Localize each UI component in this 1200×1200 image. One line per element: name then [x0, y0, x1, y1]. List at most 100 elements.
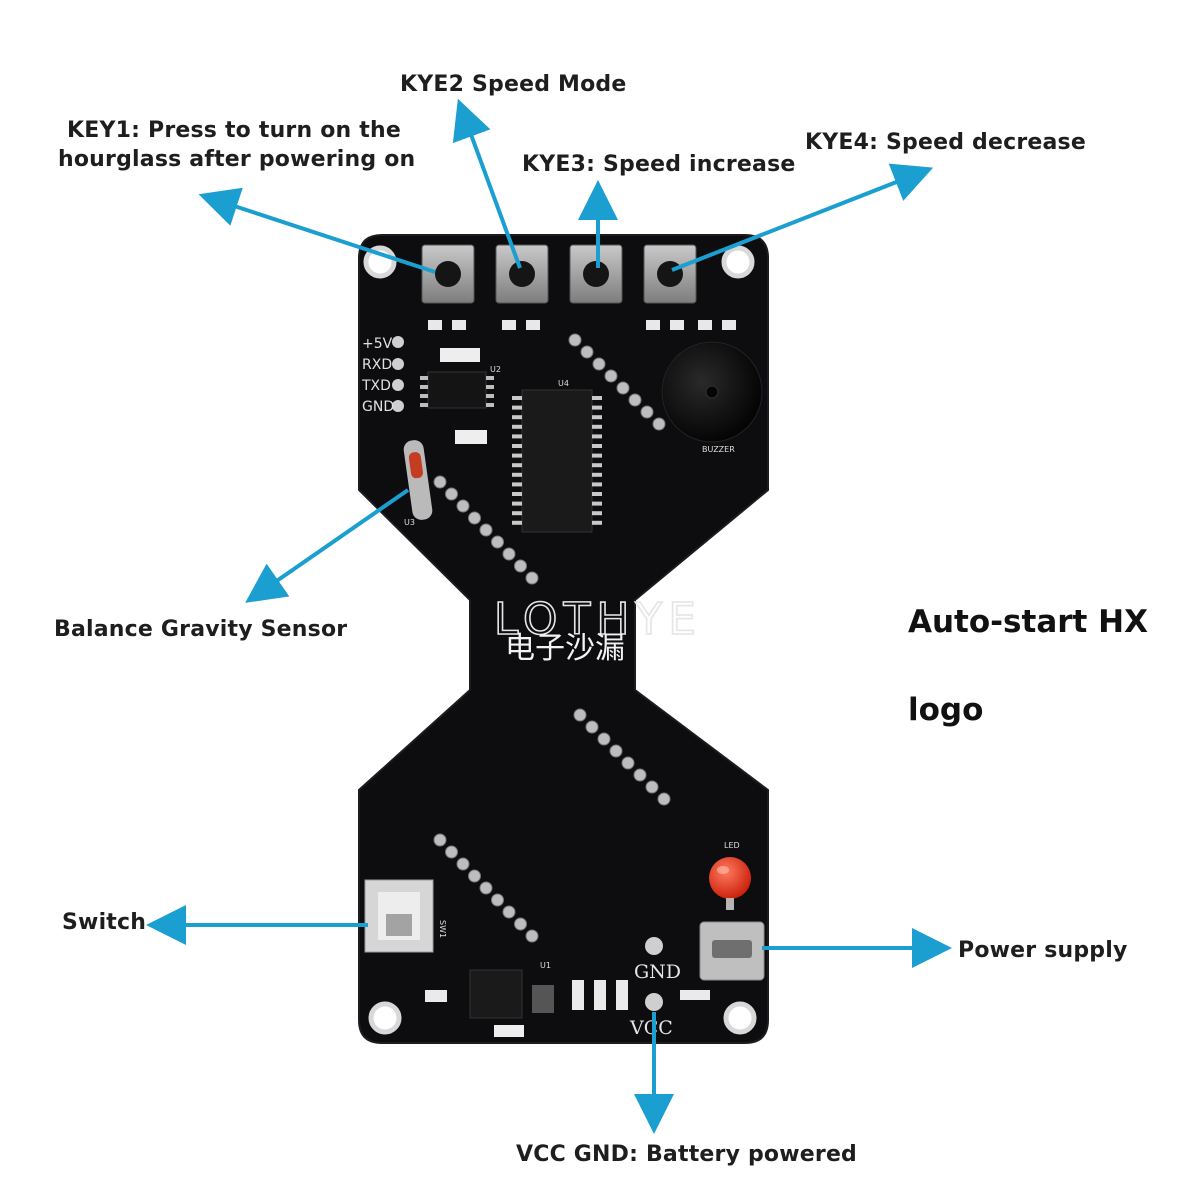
u2-chip: U2 [420, 365, 501, 409]
pin-label: TXD [361, 378, 391, 394]
mcu-pin [592, 520, 602, 525]
mcu-pin [512, 511, 522, 516]
header-pin [609, 744, 623, 758]
key3-callout: KYE3: Speed increase [522, 152, 796, 177]
mcu-pin [512, 415, 522, 420]
header-pin [616, 381, 630, 395]
header-pin [433, 475, 447, 489]
header-pin [445, 487, 458, 501]
mcu-pin [592, 424, 602, 429]
arrow-key1 [198, 187, 436, 274]
header-pin [456, 499, 470, 513]
header-pin [573, 708, 587, 722]
mcu-pin [512, 444, 522, 448]
header-pin [580, 345, 594, 359]
smd-resistors [428, 320, 736, 1037]
header-pin [433, 833, 447, 847]
header-pin [604, 369, 618, 383]
arrow-key4 [671, 163, 934, 272]
arrow-key2 [452, 98, 522, 269]
header-pin [479, 523, 493, 537]
header-pin [652, 417, 666, 431]
header-pin [491, 535, 504, 549]
header-pin [633, 768, 647, 782]
led-pin-rows [433, 333, 671, 943]
key4-button [643, 244, 697, 304]
header-pin [479, 881, 493, 895]
header-pin [621, 756, 635, 770]
u1-silk: U1 [540, 961, 551, 970]
key1-button [421, 244, 475, 304]
pin-label: GND [362, 399, 394, 415]
key4-callout: KYE4: Speed decrease [805, 130, 1086, 155]
header-pin [640, 405, 654, 419]
mcu-pin [592, 492, 602, 496]
header-pin [514, 917, 527, 931]
header-pin [597, 732, 611, 746]
u4-mcu: U4 [512, 379, 602, 533]
header-pin [525, 571, 539, 585]
mcu-pin [592, 472, 602, 477]
pin-label: RXD [362, 357, 392, 373]
auto-start-text: Auto-start HX [908, 604, 1148, 640]
mcu-pin [512, 520, 522, 525]
led-silk: LED [724, 841, 740, 850]
mcu-pin [512, 453, 522, 458]
mcu-pin [592, 463, 602, 468]
mounting-holes [363, 245, 757, 1035]
arrow-sensor [245, 488, 410, 603]
callout-arrows [146, 98, 952, 1134]
mcu-pin [512, 434, 522, 439]
header-pin [468, 869, 481, 883]
micro-usb-port [699, 921, 765, 981]
mcu-pin [512, 492, 522, 496]
serial-header: +5V RXD TXD GND [361, 336, 404, 415]
header-pin [585, 720, 599, 734]
u4-silk: U4 [558, 379, 569, 388]
battery-callout: VCC GND: Battery powered [516, 1142, 858, 1167]
mcu-pin [592, 405, 602, 410]
mcu-pin [592, 501, 602, 506]
key1-callout: KEY1: Press to turn on the hourglass aft… [58, 116, 416, 174]
sw1-silk: SW1 [438, 920, 447, 938]
brand-watermark: LOTHYE [494, 594, 702, 645]
chinese-title: 电子沙漏 [505, 631, 625, 666]
pin-label: +5V [362, 336, 393, 352]
mcu-pin [592, 511, 602, 516]
power-switch: SW1 [364, 879, 447, 953]
header-pin [568, 333, 582, 347]
key2-button [495, 244, 549, 304]
gravity-sensor: U3 [403, 440, 433, 527]
vcc-silk: VCC [629, 1017, 673, 1039]
mcu-pin [512, 463, 522, 468]
header-pin [645, 780, 659, 794]
header-pin [491, 893, 504, 907]
mcu-pin [512, 396, 522, 400]
mcu-pin [512, 501, 522, 506]
mcu-pin [592, 453, 602, 458]
key2-callout: KYE2 Speed Mode [400, 72, 627, 97]
sensor-callout: Balance Gravity Sensor [54, 617, 348, 642]
header-pin [502, 547, 516, 561]
mcu-pin [512, 482, 522, 487]
header-pin [657, 792, 671, 806]
header-pin [456, 857, 470, 871]
header-pin [592, 357, 606, 371]
u2-silk: U2 [490, 365, 501, 374]
mcu-pin [512, 472, 522, 477]
bottom-components: GND VCC U1 [425, 937, 710, 1039]
gnd-silk: GND [634, 961, 681, 983]
header-pin [628, 393, 642, 407]
mcu-pin [592, 396, 602, 400]
mcu-pin [592, 434, 602, 439]
header-pin [525, 929, 539, 943]
u3-silk: U3 [404, 518, 415, 527]
mcu-pin [592, 482, 602, 487]
mcu-pin [592, 444, 602, 448]
key1-callout-line1: KEY1: Press to turn on the [67, 118, 401, 143]
key3-button [569, 244, 623, 304]
key1-callout-line2: hourglass after powering on [58, 147, 416, 172]
buzzer-silk: BUZZER [702, 445, 735, 454]
mcu-pin [512, 405, 522, 410]
